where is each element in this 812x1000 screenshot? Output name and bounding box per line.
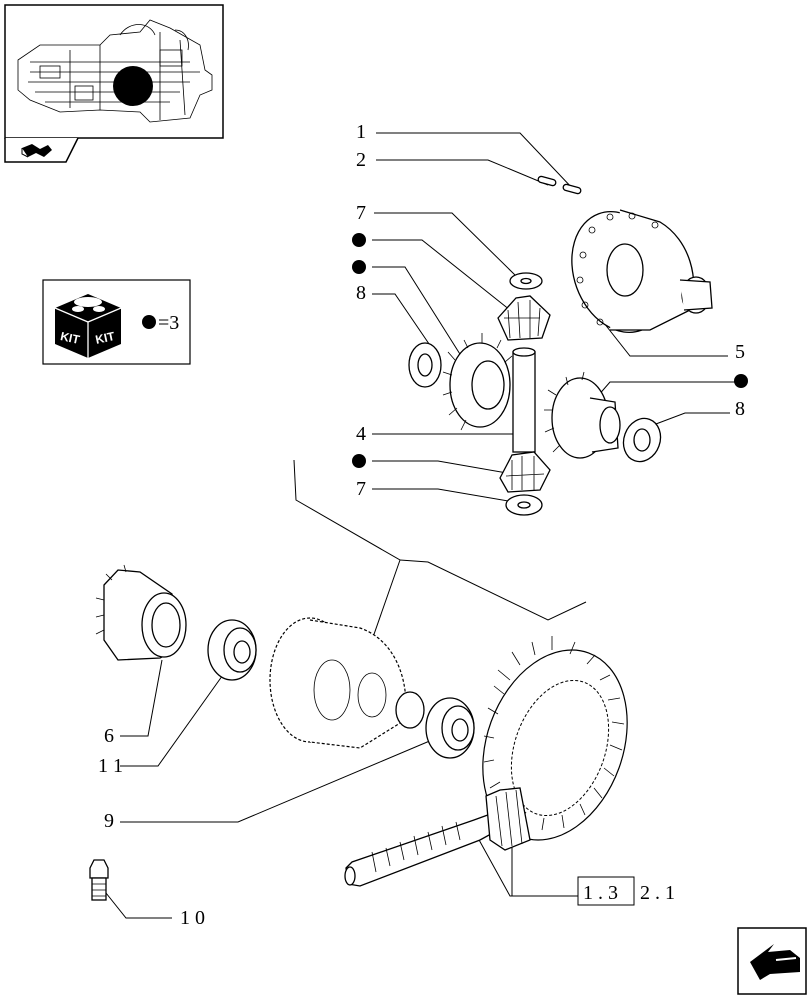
pinion-gear-part[interactable] <box>497 295 551 341</box>
callout-8a: 8 <box>356 282 366 304</box>
reference-boxed: 1 . 3 <box>583 882 618 904</box>
pinion-gear-lower-part[interactable] <box>499 451 551 493</box>
kit-bullet-3 <box>734 374 748 388</box>
differential-case-part[interactable] <box>556 198 713 346</box>
bearing-9-part[interactable] <box>425 697 475 759</box>
callout-2: 2 <box>356 149 366 171</box>
kit-legend: KIT KIT =3 <box>42 279 191 365</box>
reference-rest: 2 . 1 <box>640 882 675 904</box>
kit-bullet-4 <box>352 454 366 468</box>
callout-9: 9 <box>104 810 114 832</box>
callout-8b: 8 <box>735 398 745 420</box>
kit-bullet-2 <box>352 260 366 274</box>
kit-label-right: KIT <box>94 329 116 347</box>
bearing-11-part[interactable] <box>207 619 257 681</box>
kit-bullet-1 <box>352 233 366 247</box>
callout-5: 5 <box>735 341 745 363</box>
pin-part[interactable] <box>537 175 582 195</box>
callout-1: 1 <box>356 121 366 143</box>
thrust-washer-lower-part[interactable] <box>505 494 543 516</box>
assembly-thumbnail[interactable] <box>4 4 224 139</box>
cross-shaft-part[interactable] <box>512 347 536 453</box>
callout-4: 4 <box>356 423 366 445</box>
callout-7a: 7 <box>356 202 366 224</box>
thumbnail-highlight-dot <box>113 66 153 106</box>
callout-11: 1 1 <box>98 755 123 777</box>
kit-label-left: KIT <box>59 329 81 347</box>
side-gear-left-part[interactable] <box>408 333 513 431</box>
bolt-part[interactable] <box>89 859 109 901</box>
gear-sleeve-part[interactable] <box>95 564 187 661</box>
callout-7b: 7 <box>356 478 366 500</box>
side-gear-right-part[interactable] <box>544 371 666 467</box>
kit-quantity: =3 <box>158 312 179 334</box>
pinion-shaft-part[interactable] <box>344 787 531 887</box>
differential-housing-part[interactable] <box>269 617 425 749</box>
callout-10: 1 0 <box>180 907 205 929</box>
callout-6: 6 <box>104 725 114 747</box>
kit-bullet <box>142 315 156 329</box>
thrust-washer-part[interactable] <box>509 272 543 290</box>
book-arrow-icon[interactable] <box>4 137 79 163</box>
kit-box-icon: KIT KIT <box>54 294 122 358</box>
next-page-arrow-icon[interactable] <box>737 927 807 995</box>
section-reference-link[interactable]: 1 . 3 2 . 1 <box>577 876 675 906</box>
